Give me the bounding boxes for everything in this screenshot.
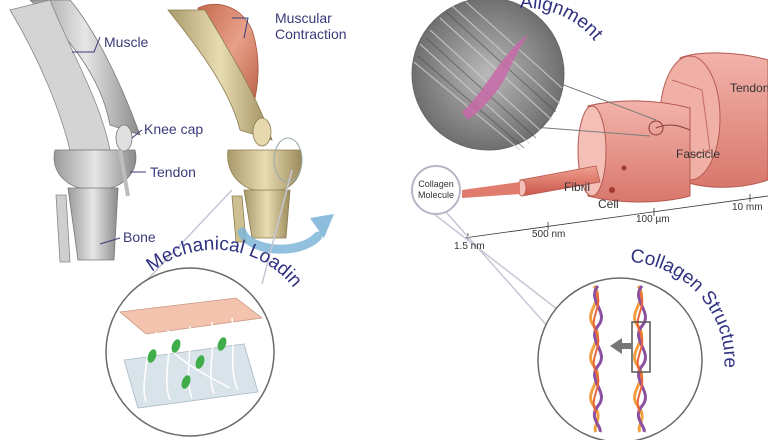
collagen-structure-inset [538,278,702,440]
scale-tick-label: 100 µm [636,214,670,225]
muscular-contraction-label: Muscular Contraction [275,10,359,42]
scale-tick-label: 1.5 nm [454,241,485,252]
tendon-label-left: Tendon [150,164,196,180]
bone-label: Bone [123,229,156,245]
tendon-label-right: Tendon [730,81,768,95]
fascicle-label: Fascicle [676,147,720,161]
scale-tick-label: 10 mm [732,202,763,213]
cell-label: Cell [598,197,619,211]
collagen-molecule-label: Collagen Molecule [414,179,458,201]
mechanical-loading-inset [106,268,274,436]
scale-tick-label: 500 nm [532,229,565,240]
fibril-label: Fibril [564,180,590,194]
knee-cap-label: Knee cap [144,121,203,137]
muscle-label: Muscle [104,34,148,50]
